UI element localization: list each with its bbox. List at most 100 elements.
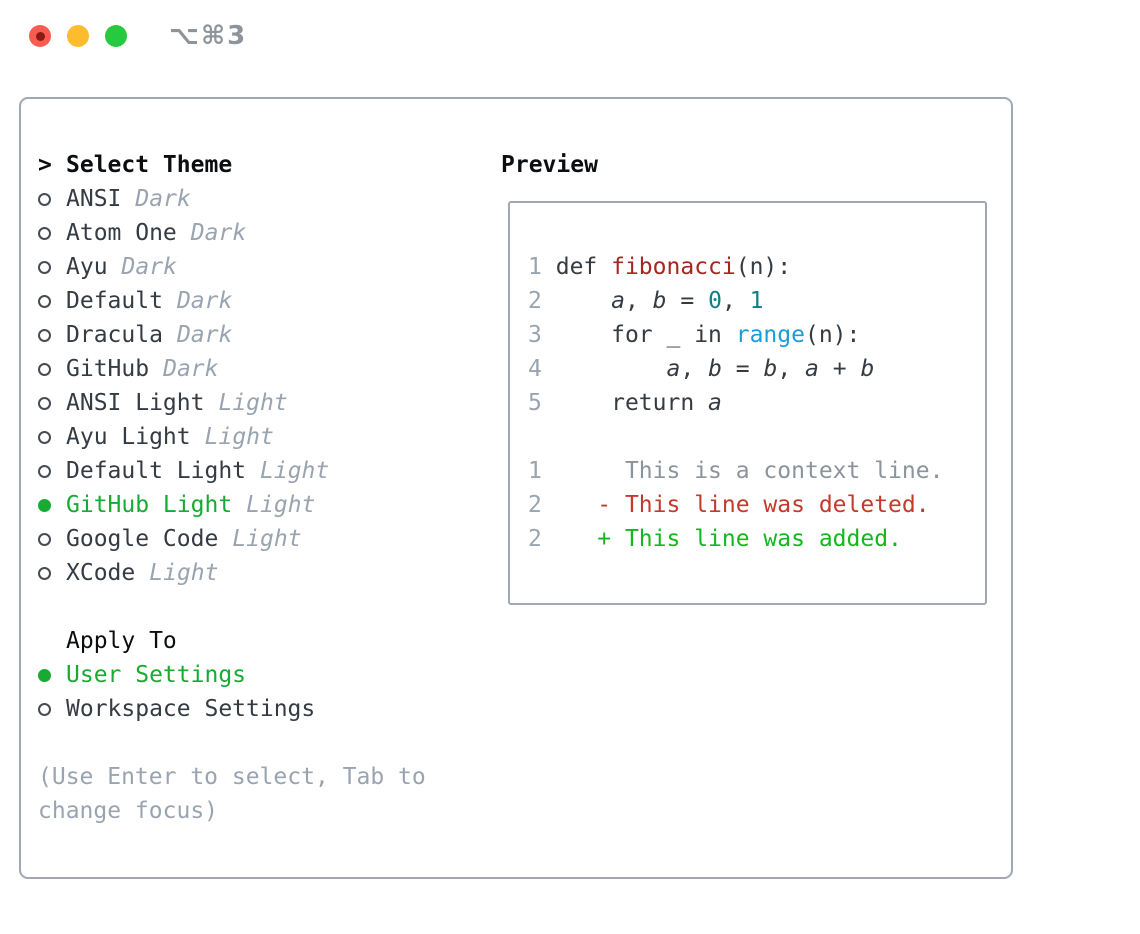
variant-label: Dark (135, 186, 191, 212)
code-line: 5 return a (528, 386, 985, 420)
line-number: 2 (528, 288, 542, 314)
code-token-code: = (721, 356, 764, 382)
variant-label: Dark (176, 288, 233, 314)
code-token-code: , (680, 356, 709, 382)
line-number: 3 (528, 322, 542, 348)
code-token-added: + This line was added. (555, 526, 902, 552)
cursor-caret: > (38, 152, 52, 178)
select-theme-label: Select Theme (66, 152, 233, 178)
code-token-builtin: range (735, 322, 805, 348)
code-token-code: for _ in (555, 322, 736, 348)
code-token-code: , (721, 288, 750, 314)
code-token-var: a (611, 288, 625, 314)
code-line: 1 This is a context line. (528, 454, 985, 488)
apply-option-workspace-settings[interactable]: Workspace Settings (38, 692, 426, 726)
radio-selected-icon (38, 668, 51, 682)
code-token-code: return (555, 390, 709, 416)
radio-icon (38, 192, 51, 206)
line-number: 4 (528, 356, 542, 382)
record-dot-icon (35, 31, 45, 41)
code-line: 2 a, b = 0, 1 (528, 284, 985, 318)
code-token-var: b (763, 356, 778, 382)
radio-icon (38, 226, 51, 240)
hint-line: change focus) (38, 798, 219, 824)
code-token-var: a (708, 390, 722, 416)
variant-label: Light (218, 390, 288, 416)
line-number: 2 (528, 526, 542, 552)
divider-gap (38, 726, 426, 760)
option-label: User Settings (66, 662, 247, 688)
radio-icon (38, 260, 51, 274)
keyboard-hint: (Use Enter to select, Tab to change focu… (38, 760, 426, 828)
radio-icon (38, 702, 51, 716)
titlebar: ⌥⌘3 (0, 0, 1140, 72)
select-theme-header: > Select Theme (38, 148, 426, 182)
code-line: 3 for _ in range(n): (528, 318, 985, 352)
option-label: Atom One (66, 220, 177, 246)
code-token-code: , (777, 356, 806, 382)
code-token-code: def (555, 254, 612, 280)
line-number: 2 (528, 492, 542, 518)
radio-icon (38, 396, 51, 410)
option-label: Default Light (66, 458, 247, 484)
variant-label: Dark (176, 322, 233, 348)
apply-to-header: Apply To (38, 624, 426, 658)
code-token-code: (n): (804, 322, 861, 348)
code-token-num: 1 (749, 288, 764, 314)
radio-icon (38, 328, 51, 342)
code-line: 1 def fibonacci(n): (528, 250, 985, 284)
code-line: 4 a, b = b, a + b (528, 352, 985, 386)
code-token-deleted: - This line was deleted. (555, 492, 930, 518)
line-number: 1 (528, 458, 542, 484)
close-button[interactable] (29, 25, 51, 47)
code-token-code (556, 356, 667, 382)
code-token-code: (n): (735, 254, 792, 280)
variant-label: Dark (190, 220, 247, 246)
option-label: GitHub Light (66, 492, 233, 518)
code-token-code (556, 288, 611, 314)
variant-label: Light (204, 424, 274, 450)
variant-label: Dark (163, 356, 219, 382)
line-number: 1 (528, 254, 542, 280)
apply-to-label: Apply To (66, 628, 177, 654)
theme-option-google-code[interactable]: Google Code Light (38, 522, 426, 556)
variant-label: Light (232, 526, 302, 552)
divider-gap (38, 590, 426, 624)
variant-label: Dark (121, 254, 177, 280)
code-token-var: a (805, 356, 819, 382)
option-label: Google Code (66, 526, 219, 552)
minimize-button[interactable] (67, 25, 89, 47)
option-label: Ayu (66, 254, 108, 280)
code-token-context: This is a context line. (555, 458, 944, 484)
hint-line: (Use Enter to select, Tab to (38, 764, 426, 790)
variant-label: Light (149, 560, 219, 586)
code-token-var: b (652, 288, 667, 314)
zoom-button[interactable] (105, 25, 127, 47)
theme-option-ayu[interactable]: Ayu Dark (38, 250, 426, 284)
code-token-var: b (860, 356, 875, 382)
code-token-num: 0 (708, 288, 722, 314)
code-line: 2 + This line was added. (528, 522, 985, 556)
radio-icon (38, 362, 51, 376)
theme-option-atom-one[interactable]: Atom One Dark (38, 216, 426, 250)
code-token-var: a (666, 356, 681, 382)
radio-icon (38, 464, 51, 478)
line-number: 5 (528, 390, 542, 416)
code-token-code: + (818, 356, 861, 382)
apply-option-user-settings[interactable]: User Settings (38, 658, 426, 692)
